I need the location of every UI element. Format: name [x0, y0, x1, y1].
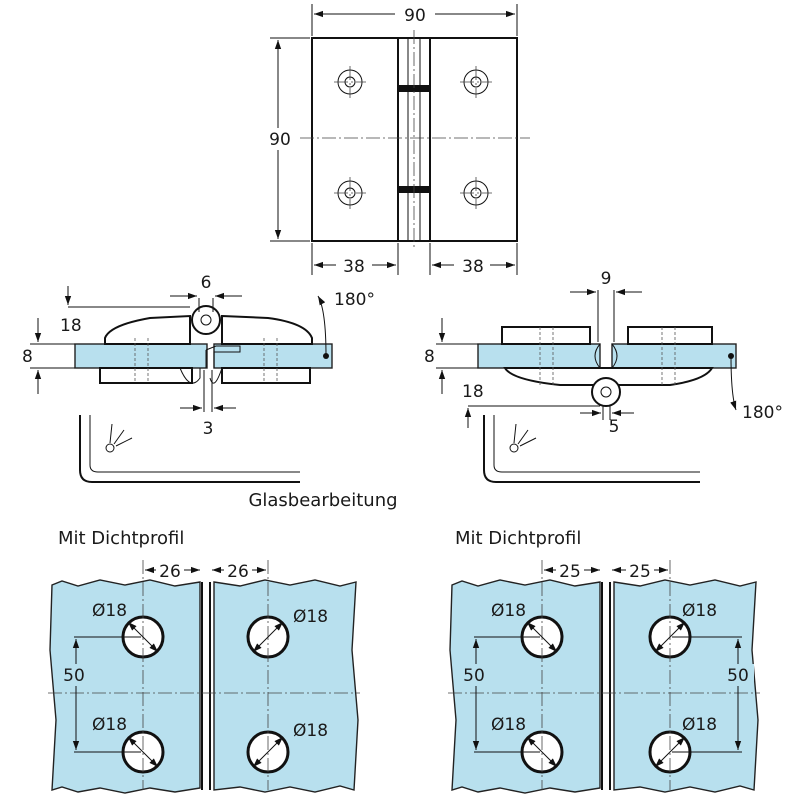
- glass-panel-left-a: [74, 343, 208, 369]
- dimension-height-total-left: 18: [60, 316, 82, 336]
- hole-diameter-left-a-bottom: Ø18: [92, 715, 127, 735]
- right-panel-subtitle: Mit Dichtprofil: [455, 528, 581, 549]
- screw-hole-bottom-left: [334, 177, 366, 209]
- edge-distance-right-a: 25: [559, 562, 581, 582]
- glass-panel-right-b: [611, 343, 737, 369]
- section-view-left: 6 18 8 3 180°: [22, 273, 375, 483]
- clamp-upper-right-b: [627, 326, 713, 345]
- clamp-lower-left: [99, 367, 193, 384]
- dimension-right-offset: 38: [462, 257, 484, 277]
- hole-spacing-left: 50: [63, 666, 85, 686]
- dimension-height-total-right: 18: [462, 382, 484, 402]
- hole-diameter-right-a-top: Ø18: [491, 601, 526, 621]
- edge-distance-left-a: 26: [159, 562, 181, 582]
- clamp-lower-plate-right: [503, 367, 714, 386]
- edge-distance-right-b: 25: [629, 562, 651, 582]
- hole-spacing-right-b: 50: [727, 666, 749, 686]
- clamp-upper-right-a: [501, 326, 591, 345]
- shower-tray-sketch-left: [79, 415, 300, 483]
- hole-diameter-right-a-bottom: Ø18: [491, 715, 526, 735]
- hole-diameter-left-b-top: Ø18: [293, 607, 328, 627]
- clamp-upper-right: [221, 314, 313, 345]
- dimension-gap-top-right: 9: [601, 269, 612, 289]
- hinge-knuckle-section: [191, 305, 221, 335]
- dimension-gap-top-left: 6: [201, 273, 212, 293]
- dimension-glass-thickness-right: 8: [424, 347, 435, 367]
- dimension-glass-thickness-left: 8: [22, 347, 33, 367]
- screw-hole-top-right: [460, 66, 492, 98]
- dimension-left-offset: 38: [343, 257, 365, 277]
- dimension-width: 90: [404, 6, 426, 26]
- hole-diameter-right-b-top: Ø18: [682, 601, 717, 621]
- hole-diameter-left-a-top: Ø18: [92, 601, 127, 621]
- rotation-angle-left: 180°: [334, 290, 375, 310]
- hole-spacing-right-a: 50: [463, 666, 485, 686]
- hole-diameter-right-b-bottom: Ø18: [682, 715, 717, 735]
- rotation-angle-right: 180°: [742, 403, 783, 423]
- glass-processing-title: Glasbearbeitung: [248, 490, 397, 511]
- screw-hole-bottom-right: [460, 177, 492, 209]
- screw-hole-top-left: [334, 66, 366, 98]
- glass-processing-right: Mit Dichtprofil 25 25 Ø18 Ø18 Ø18 Ø18 50: [448, 528, 760, 794]
- edge-distance-left-b: 26: [227, 562, 249, 582]
- section-view-right: 9 8 18 5 180°: [424, 269, 783, 483]
- hinge-knuckle-section-right: [591, 377, 621, 407]
- glass-panel-left-b: [213, 343, 333, 369]
- glass-processing-left: Mit Dichtprofil 26 26 Ø18 Ø18 Ø18 Ø18: [48, 528, 360, 794]
- dimension-gap-bottom-left: 3: [203, 419, 214, 439]
- left-panel-subtitle: Mit Dichtprofil: [58, 528, 184, 549]
- glass-panel-right-a: [477, 343, 601, 369]
- clamp-upper-left: [104, 314, 191, 345]
- shower-tray-sketch-right: [483, 415, 700, 483]
- knuckle-segment-upper: [398, 85, 430, 92]
- dimension-height: 90: [269, 130, 291, 150]
- hinge-top-view: 90 90 38 38: [262, 4, 530, 277]
- dimension-gap-bottom-right: 5: [609, 417, 620, 437]
- hole-diameter-left-b-bottom: Ø18: [293, 721, 328, 741]
- clamp-lower-right: [221, 367, 311, 384]
